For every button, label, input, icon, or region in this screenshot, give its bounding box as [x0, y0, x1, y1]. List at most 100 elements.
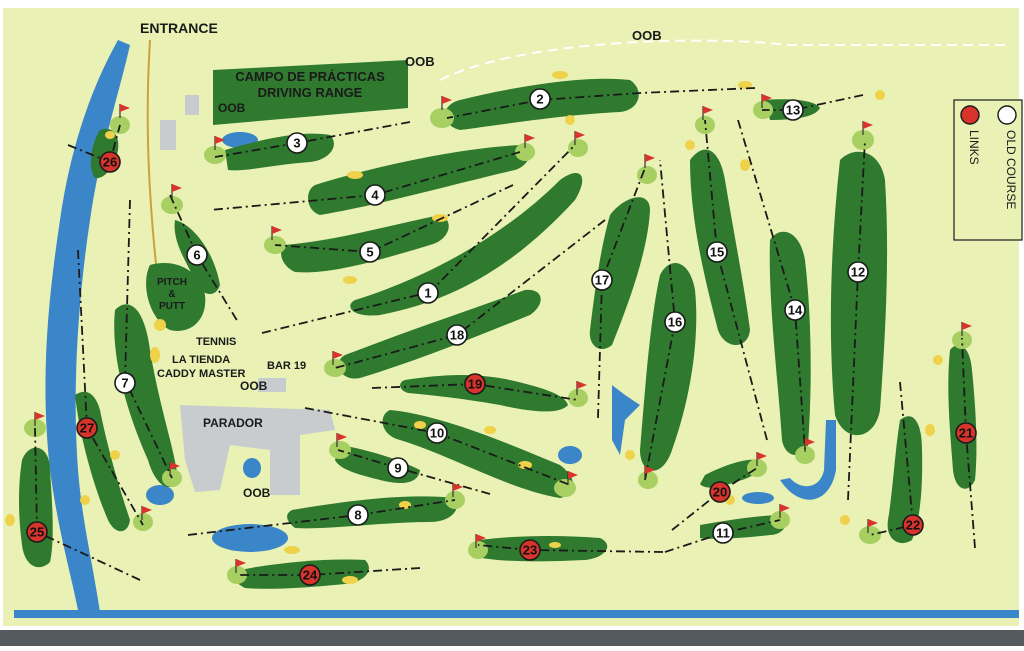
hole-2-marker[interactable]: 2 — [529, 88, 551, 110]
bunkers — [5, 71, 943, 584]
entrance-label: ENTRANCE — [140, 20, 218, 36]
fairway-7 — [114, 304, 178, 488]
hole-markers-links: 19 20 21 22 23 24 25 26 27 — [26, 151, 977, 586]
svg-text:17: 17 — [595, 273, 609, 288]
svg-text:13: 13 — [786, 103, 800, 118]
svg-text:25: 25 — [30, 525, 44, 540]
hole-11-marker[interactable]: 11 — [712, 522, 734, 544]
hole-10-marker[interactable]: 10 — [426, 422, 448, 444]
svg-text:11: 11 — [716, 526, 730, 541]
svg-text:19: 19 — [468, 377, 482, 392]
hole-23-marker[interactable]: 23 — [519, 539, 541, 561]
pitch-and-putt-area — [146, 263, 206, 331]
oob-label-top: OOB — [405, 54, 435, 69]
entrance-road — [146, 39, 161, 301]
driving-range-label-en: DRIVING RANGE — [258, 85, 363, 100]
oob-label-right: OOB — [632, 28, 662, 43]
legend: OLD COURSE LINKS — [953, 99, 1023, 241]
hole-14-marker[interactable]: 14 — [784, 299, 806, 321]
svg-text:7: 7 — [121, 376, 128, 391]
pitch-label-1: PITCH — [157, 277, 187, 288]
svg-text:4: 4 — [371, 188, 379, 203]
pond-7 — [146, 485, 174, 505]
svg-text:2: 2 — [536, 92, 543, 107]
bar-19-label: BAR 19 — [267, 360, 306, 372]
hole-15-marker[interactable]: 15 — [706, 241, 728, 263]
svg-text:14: 14 — [788, 303, 803, 318]
building-b — [185, 95, 199, 115]
hole-27-marker[interactable]: 27 — [76, 417, 98, 439]
fairway-19 — [400, 375, 568, 412]
svg-text:21: 21 — [959, 426, 973, 441]
hole-17-marker[interactable]: 17 — [591, 269, 613, 291]
hole-routes — [34, 87, 976, 581]
hole-18-marker[interactable]: 18 — [446, 324, 468, 346]
hole-21-marker[interactable]: 21 — [955, 422, 977, 444]
driving-range-label-es: CAMPO DE PRÁCTICAS — [235, 69, 385, 84]
pond-17 — [612, 385, 640, 455]
legend-links-icon — [960, 105, 980, 125]
bottom-strip — [0, 630, 1024, 646]
flags — [34, 94, 972, 573]
hole-26-marker[interactable]: 26 — [99, 151, 121, 173]
parador-building — [180, 405, 335, 495]
hole-6-marker[interactable]: 6 — [186, 244, 208, 266]
pitch-label-3: PUTT — [159, 301, 185, 312]
oob-label-parador: OOB — [243, 486, 271, 500]
fairway-21 — [948, 345, 977, 489]
svg-text:1: 1 — [424, 286, 431, 301]
fairway-1 — [350, 172, 583, 316]
oob-label-bar: OOB — [240, 379, 268, 393]
pond-20 — [742, 492, 774, 504]
hole-20-marker[interactable]: 20 — [709, 481, 731, 503]
greens — [24, 101, 972, 584]
hole-1-marker[interactable]: 1 — [417, 282, 439, 304]
fairway-4 — [308, 145, 530, 215]
svg-text:18: 18 — [450, 328, 464, 343]
svg-text:3: 3 — [293, 136, 300, 151]
hole-24-marker[interactable]: 24 — [299, 564, 321, 586]
parador-label: PARADOR — [203, 416, 263, 430]
hole-19-marker[interactable]: 19 — [464, 373, 486, 395]
caddy-master-label: CADDY MASTER — [157, 368, 245, 380]
svg-text:5: 5 — [366, 245, 373, 260]
svg-text:24: 24 — [303, 568, 318, 583]
hole-7-marker[interactable]: 7 — [114, 372, 136, 394]
pond-10 — [558, 446, 582, 464]
fairway-17 — [589, 197, 650, 350]
hole-markers-old-course: 1 2 3 4 5 6 7 8 9 10 11 12 13 14 15 16 1… — [114, 88, 869, 544]
bar-building — [258, 378, 286, 392]
pitch-label-2: & — [168, 289, 175, 300]
hole-22-marker[interactable]: 22 — [902, 514, 924, 536]
tennis-label: TENNIS — [196, 336, 236, 348]
svg-text:27: 27 — [80, 421, 94, 436]
hole-25-marker[interactable]: 25 — [26, 521, 48, 543]
fairway-18 — [338, 289, 541, 379]
hole-8-marker[interactable]: 8 — [347, 504, 369, 526]
hole-13-marker[interactable]: 13 — [782, 99, 804, 121]
hole-5-marker[interactable]: 5 — [359, 241, 381, 263]
svg-text:16: 16 — [668, 315, 682, 330]
hole-3-marker[interactable]: 3 — [286, 132, 308, 154]
bottom-river — [14, 610, 1019, 618]
oob-label-range: OOB — [218, 101, 246, 115]
hole-4-marker[interactable]: 4 — [364, 184, 386, 206]
pond-8 — [212, 524, 288, 552]
hole-12-marker[interactable]: 12 — [847, 261, 869, 283]
svg-text:6: 6 — [193, 248, 200, 263]
hole-9-marker[interactable]: 9 — [387, 457, 409, 479]
fairway-12 — [830, 151, 888, 436]
legend-old-course-label: OLD COURSE — [1004, 130, 1018, 209]
oob-boundary — [439, 39, 1010, 81]
svg-text:9: 9 — [394, 461, 401, 476]
svg-text:20: 20 — [713, 485, 727, 500]
svg-text:23: 23 — [523, 543, 537, 558]
fairway-22 — [887, 416, 923, 544]
tienda-label: LA TIENDA — [172, 354, 230, 366]
svg-text:15: 15 — [710, 245, 724, 260]
pond-parador — [243, 458, 261, 478]
hole-16-marker[interactable]: 16 — [664, 311, 686, 333]
river — [45, 40, 130, 612]
